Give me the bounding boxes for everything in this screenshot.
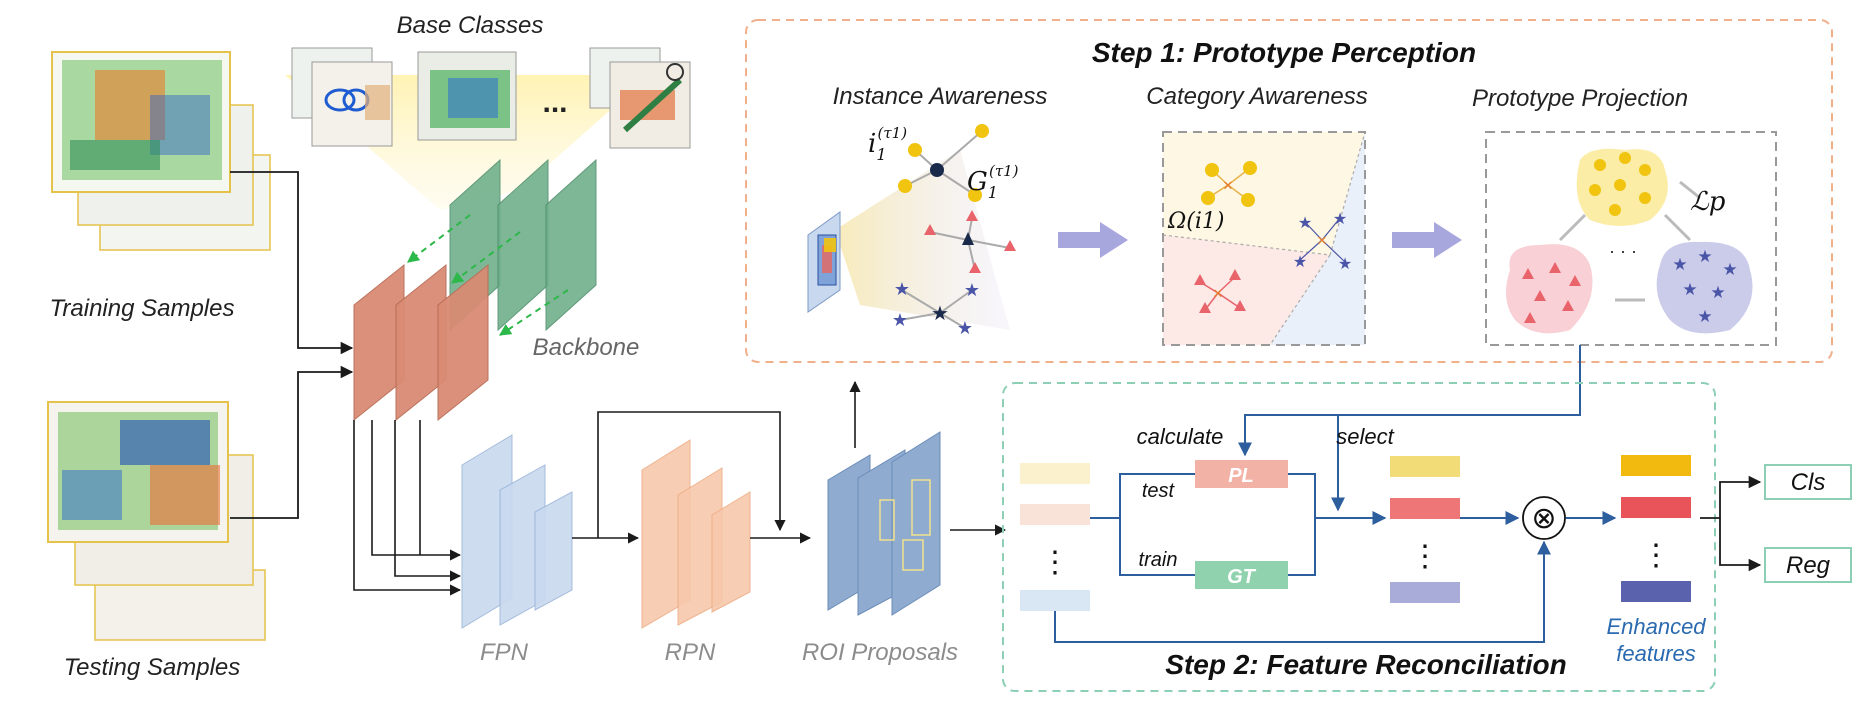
enhanced-feature-1 bbox=[1621, 455, 1691, 476]
fusion-symbol: ⊗ bbox=[1531, 502, 1556, 535]
instance-beam bbox=[835, 150, 1010, 330]
backbone-label: Backbone bbox=[533, 334, 640, 361]
svg-text:★: ★ bbox=[1338, 256, 1352, 273]
svg-text:★: ★ bbox=[894, 279, 910, 299]
backbone-to-fpn-arrow-3 bbox=[353, 420, 462, 596]
svg-text:★: ★ bbox=[1682, 280, 1697, 299]
pl-box bbox=[1195, 460, 1288, 488]
svg-text:★: ★ bbox=[1672, 255, 1687, 274]
weight-transfer-arrow-1 bbox=[407, 214, 471, 263]
gt-merge bbox=[1288, 518, 1316, 576]
roi-feature-1 bbox=[1020, 463, 1090, 484]
roi-to-fusion-arrow bbox=[1054, 540, 1551, 643]
svg-text:✕: ✕ bbox=[1213, 286, 1224, 301]
training-samples-label: Training Samples bbox=[50, 295, 235, 322]
enhanced-label-2: features bbox=[1616, 641, 1696, 666]
step1-flow-arrow-2 bbox=[1392, 222, 1462, 258]
prototype-projection-box: ★ ★ ★ ★ ★ ★ bbox=[1485, 131, 1777, 346]
svg-text:★: ★ bbox=[1710, 283, 1725, 302]
fpn-bypass-arrow bbox=[597, 411, 786, 538]
to-reg-arrow bbox=[1719, 518, 1762, 572]
svg-text:★: ★ bbox=[1293, 254, 1307, 271]
svg-text:✕: ✕ bbox=[1223, 178, 1234, 193]
step1-flow-arrow-1 bbox=[1058, 222, 1128, 258]
instance-image bbox=[807, 211, 841, 313]
category-awareness-label: Category Awareness bbox=[1146, 83, 1367, 110]
test-label: test bbox=[1142, 480, 1176, 502]
select-label: select bbox=[1336, 424, 1394, 449]
graph-symbol: G1(τ1) bbox=[967, 162, 1019, 202]
svg-text:★: ★ bbox=[931, 303, 949, 325]
step1-title: Step 1: Prototype Perception bbox=[1092, 37, 1476, 68]
svg-text:★: ★ bbox=[957, 318, 973, 338]
step2-title: Step 2: Feature Reconciliation bbox=[1165, 649, 1566, 680]
base-class-thumbnails bbox=[291, 47, 691, 149]
category-awareness-box: ✕ ✕ ★ ★ ★ ★ ✕ bbox=[1162, 131, 1366, 346]
training-samples-stack bbox=[51, 51, 271, 251]
enhanced-feature-ellipsis: ⋮ bbox=[1641, 539, 1671, 572]
roi-proposals-slabs bbox=[827, 431, 941, 616]
base-classes-ellipsis: ... bbox=[542, 86, 567, 119]
weight-transfer-arrow-2 bbox=[451, 231, 521, 284]
weight-transfer-arrow-3 bbox=[498, 289, 569, 336]
backbone-to-fpn-arrow-2 bbox=[394, 420, 462, 582]
enhanced-label-1: Enhanced bbox=[1606, 614, 1706, 639]
rpn-label: RPN bbox=[665, 639, 716, 666]
base-backbone-slabs bbox=[449, 158, 597, 332]
instance-graph: ★ ★ ★ ★ ★ bbox=[892, 124, 1016, 338]
enhanced-feature-n bbox=[1621, 581, 1691, 602]
svg-text:★: ★ bbox=[964, 280, 980, 300]
selected-proto-ellipsis: ⋮ bbox=[1410, 540, 1440, 573]
testing-samples-label: Testing Samples bbox=[64, 654, 241, 681]
omega-symbol: Ω(i1) bbox=[1167, 209, 1224, 234]
roi-feature-ellipsis: ⋮ bbox=[1040, 546, 1070, 579]
cls-box bbox=[1764, 464, 1852, 500]
backbone-to-fpn-arrow-1 bbox=[371, 420, 462, 561]
reg-label: Reg bbox=[1786, 552, 1831, 579]
pl-merge bbox=[1288, 473, 1316, 518]
selected-proto-n bbox=[1390, 582, 1460, 603]
instance-awareness-label: Instance Awareness bbox=[833, 83, 1048, 110]
testing-to-backbone-arrow bbox=[230, 365, 354, 519]
svg-text:★: ★ bbox=[1333, 211, 1347, 228]
roi-proposals-label: ROI Proposals bbox=[802, 639, 958, 666]
backbone-slabs bbox=[353, 263, 489, 422]
calculate-arrow bbox=[1238, 345, 1581, 457]
svg-text:★: ★ bbox=[1298, 215, 1312, 232]
prototype-projection-label: Prototype Projection bbox=[1472, 85, 1688, 112]
selected-proto-1 bbox=[1390, 456, 1460, 477]
rpn-slabs bbox=[641, 439, 751, 629]
roi-feature-n bbox=[1020, 590, 1090, 611]
svg-text:★: ★ bbox=[1697, 307, 1712, 326]
loss-symbol: ℒp bbox=[1690, 187, 1726, 217]
svg-text:★: ★ bbox=[1697, 247, 1712, 266]
gt-box bbox=[1195, 561, 1288, 589]
fusion-operator bbox=[1522, 496, 1566, 540]
to-cls-arrow bbox=[1700, 475, 1762, 519]
train-route bbox=[1119, 518, 1195, 576]
base-classes-label: Base Classes bbox=[397, 12, 544, 39]
gt-label: GT bbox=[1227, 566, 1257, 588]
pl-label: PL bbox=[1228, 465, 1254, 487]
cls-label: Cls bbox=[1791, 469, 1826, 496]
selected-proto-2 bbox=[1390, 498, 1460, 519]
train-label: train bbox=[1139, 549, 1178, 571]
step1-container bbox=[745, 19, 1833, 363]
svg-text:★: ★ bbox=[1722, 260, 1737, 279]
fpn-slabs bbox=[461, 434, 573, 629]
svg-text:✕: ✕ bbox=[1317, 233, 1328, 248]
step2-container bbox=[1002, 382, 1716, 692]
projection-dots: · · · bbox=[1609, 241, 1637, 261]
reg-box bbox=[1764, 547, 1852, 583]
enhanced-feature-2 bbox=[1621, 497, 1691, 518]
roi-feature-2 bbox=[1020, 504, 1090, 525]
svg-text:★: ★ bbox=[892, 310, 908, 330]
calculate-label: calculate bbox=[1137, 424, 1224, 449]
fpn-label: FPN bbox=[480, 639, 529, 666]
training-to-backbone-arrow bbox=[230, 171, 354, 355]
testing-samples-stack bbox=[47, 401, 266, 641]
test-route bbox=[1090, 473, 1195, 519]
instance-symbol: i1(τ1) bbox=[868, 124, 907, 164]
